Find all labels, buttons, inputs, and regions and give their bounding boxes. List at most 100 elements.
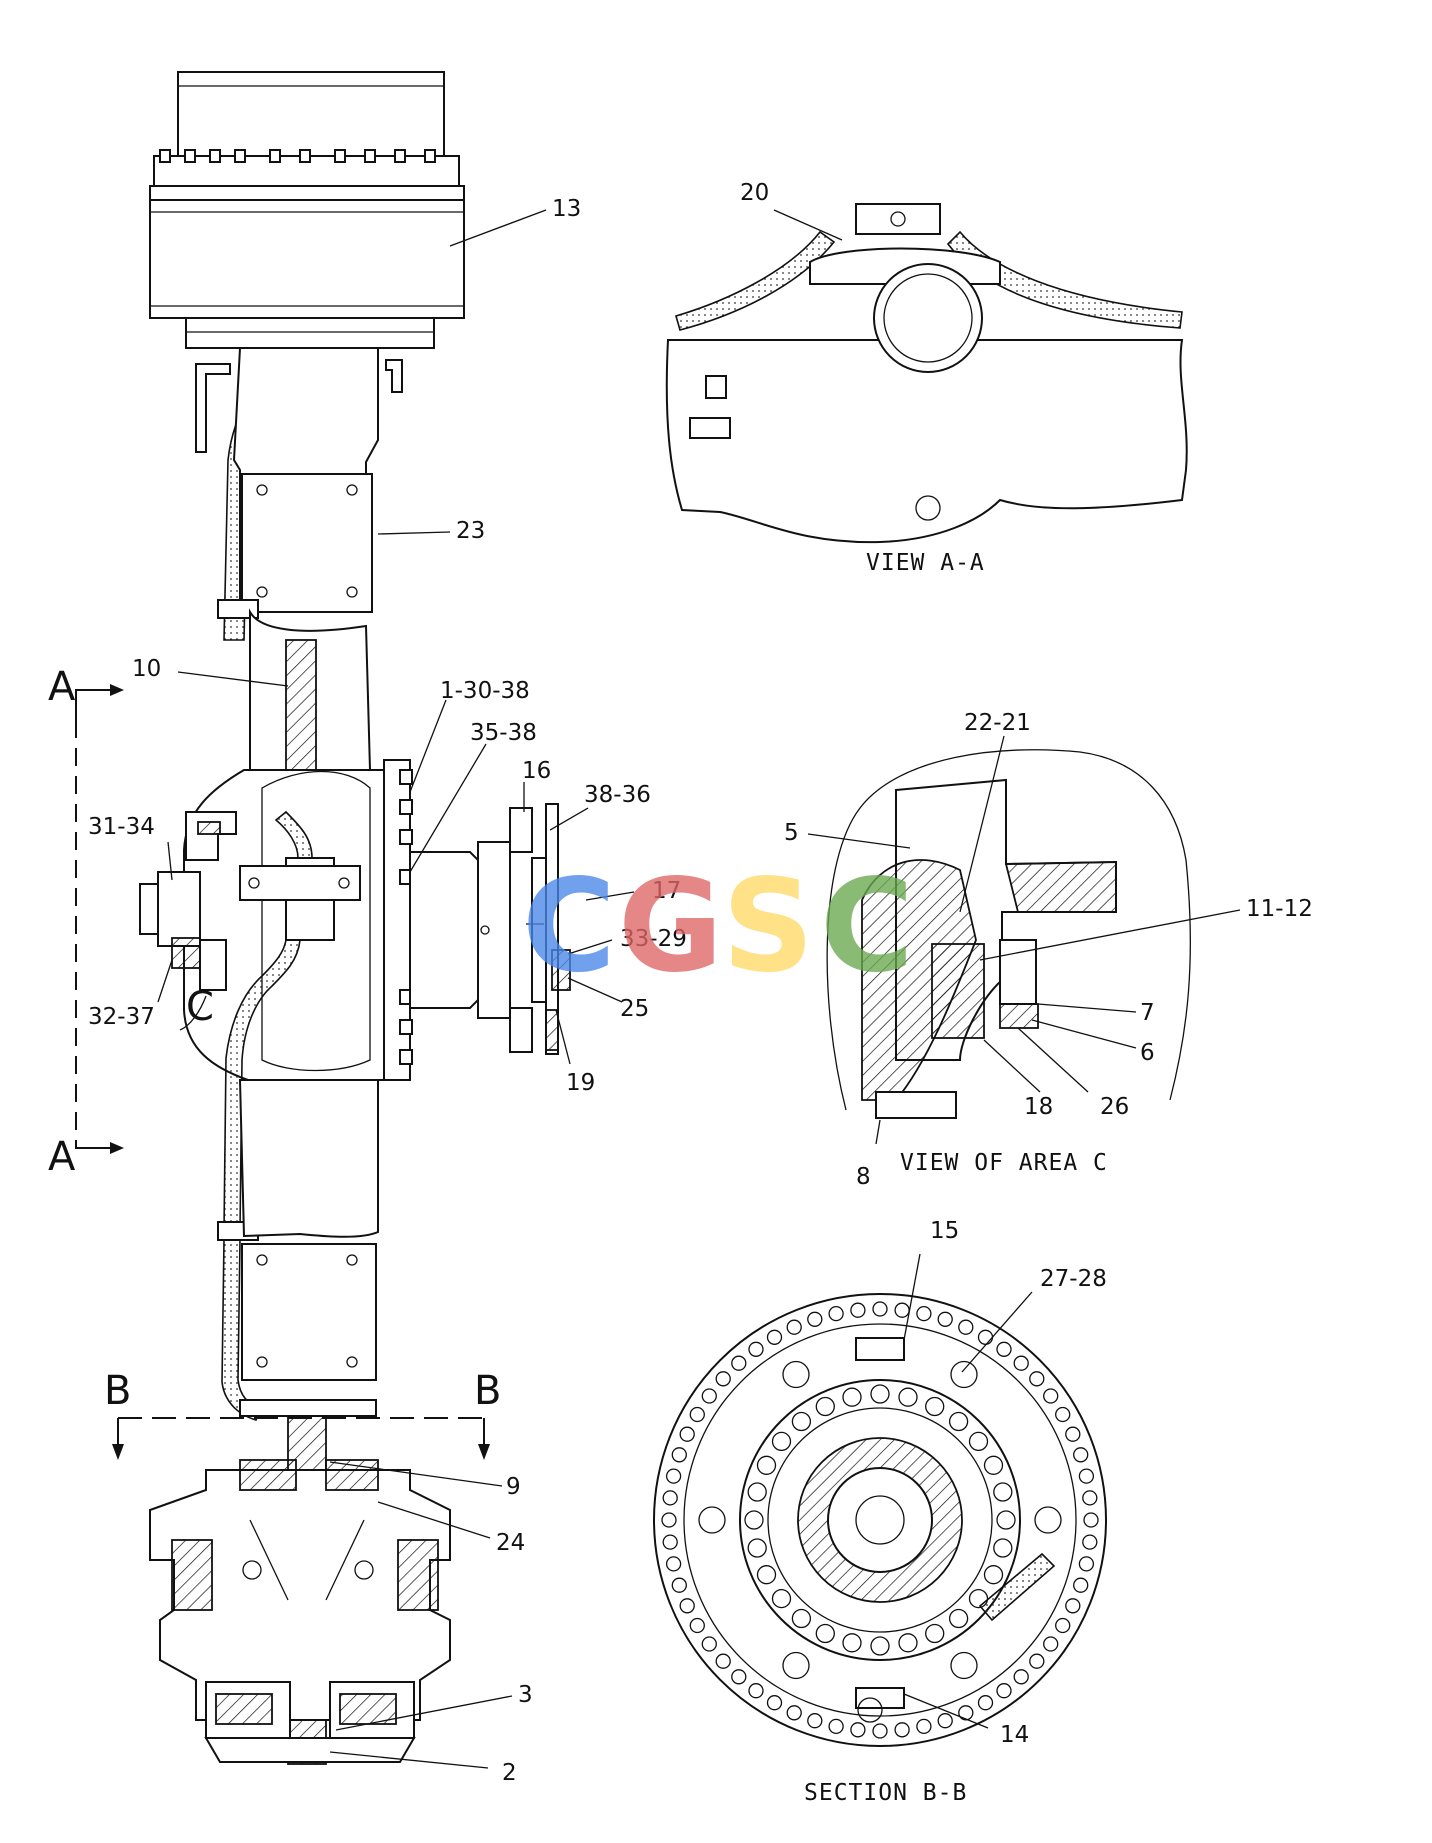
label-22-21: 22-21	[964, 710, 1031, 736]
bolt-hole	[771, 1431, 792, 1452]
watermark-letter-2: G	[618, 852, 723, 1001]
center-housing	[183, 759, 413, 1081]
label-8: 8	[856, 1164, 871, 1190]
bolt-hole	[996, 1683, 1012, 1699]
bolt-hole	[948, 1608, 969, 1629]
bolt-hole	[1073, 1447, 1089, 1463]
section-b-left-letter: B	[104, 1368, 131, 1414]
bolt-hole	[872, 1301, 888, 1317]
bolt-hole	[1029, 1371, 1045, 1387]
caption-section-b-b: SECTION B-B	[804, 1780, 967, 1806]
bolt-hole	[782, 1651, 810, 1680]
label-13: 13	[552, 196, 581, 222]
section-a-bottom-letter: A	[48, 1134, 76, 1180]
label-2: 2	[502, 1760, 517, 1786]
bolt-hole	[1013, 1669, 1029, 1685]
bolt-hole	[766, 1695, 783, 1711]
bolt-hole	[701, 1636, 717, 1652]
label-38-36: 38-36	[584, 782, 651, 808]
final-drive-housing	[149, 71, 465, 349]
bolt-hole	[872, 1723, 888, 1739]
bolt-hole	[698, 1506, 726, 1534]
bolt-hole	[748, 1683, 764, 1699]
bolt-hole	[671, 1577, 687, 1593]
bolt-hole	[948, 1411, 969, 1432]
label-24: 24	[496, 1530, 525, 1556]
bolt-hole	[870, 1636, 890, 1656]
bolt-holes	[661, 1301, 1099, 1739]
label-18: 18	[1024, 1094, 1053, 1120]
bolt-hole	[689, 1406, 705, 1423]
lower-axle-tube	[221, 1079, 379, 1421]
housing-bolts	[159, 149, 436, 163]
bolt-hole	[828, 1305, 844, 1322]
label-33-29: 33-29	[620, 926, 687, 952]
bolt-hole	[748, 1341, 764, 1357]
bolt-hole	[731, 1669, 747, 1685]
bolt-hole	[916, 1718, 932, 1735]
label-32-37: 32-37	[88, 1004, 155, 1030]
bolt-hole	[766, 1329, 783, 1345]
view-a-a	[665, 203, 1188, 544]
bolt-hole	[662, 1534, 678, 1550]
bolt-hole	[958, 1705, 974, 1721]
label-27-28: 27-28	[1040, 1266, 1107, 1292]
section-b-b	[653, 1293, 1107, 1747]
bolt-hole	[898, 1387, 918, 1407]
bolt-hole	[1013, 1355, 1029, 1371]
bolt-hole	[1029, 1653, 1045, 1669]
bolt-hole	[950, 1360, 978, 1389]
bolt-hole	[747, 1482, 767, 1502]
label-16: 16	[522, 758, 551, 784]
upper-axle-tube	[232, 347, 379, 613]
bolt-hole	[996, 1510, 1016, 1530]
section-a-top-letter: A	[48, 664, 76, 710]
bolt-hole	[661, 1512, 677, 1528]
watermark-letter-1: C	[522, 852, 616, 1001]
bolt-hole	[898, 1633, 918, 1653]
section-b-right-letter: B	[474, 1368, 501, 1414]
bolt-hole	[815, 1623, 835, 1644]
bolt-hole	[1082, 1534, 1098, 1550]
bolt-hole	[665, 1468, 682, 1484]
label-5: 5	[784, 820, 799, 846]
label-3: 3	[518, 1682, 533, 1708]
bolt-hole	[977, 1695, 994, 1711]
bolt-hole	[983, 1455, 1004, 1475]
callout-labels: 13 23 10 1-30-38 35-38 16 38-36 31-34 17…	[88, 180, 1313, 1786]
bolt-hole	[870, 1384, 890, 1404]
bolt-hole	[958, 1319, 974, 1335]
bolt-hole	[689, 1617, 705, 1634]
label-19: 19	[566, 1070, 595, 1096]
label-1-30-38: 1-30-38	[440, 678, 530, 704]
watermark-letter-3: S	[722, 852, 814, 1001]
bolt-hole	[1055, 1406, 1071, 1423]
caption-view-of-area-c: VIEW OF AREA C	[900, 1150, 1108, 1176]
bolt-hole	[828, 1718, 844, 1735]
bolt-hole	[1078, 1556, 1095, 1572]
main-assembly	[139, 71, 571, 1765]
bolt-hole	[747, 1538, 767, 1558]
bolt-hole	[679, 1426, 695, 1442]
label-10: 10	[132, 656, 161, 682]
bolt-hole	[850, 1302, 866, 1318]
bolt-hole	[968, 1431, 989, 1452]
label-15: 15	[930, 1218, 959, 1244]
bolt-hole	[756, 1455, 777, 1475]
bolt-hole	[993, 1538, 1013, 1558]
label-25: 25	[620, 996, 649, 1022]
label-6: 6	[1140, 1040, 1155, 1066]
bolt-hole	[791, 1608, 812, 1629]
bolt-hole	[1073, 1577, 1089, 1593]
bolt-hole	[1065, 1598, 1081, 1614]
bolt-hole	[756, 1565, 777, 1585]
bolt-hole	[916, 1305, 932, 1322]
bolt-hole	[1043, 1388, 1059, 1404]
bolt-hole	[996, 1341, 1012, 1357]
left-brake-detail	[139, 811, 237, 1031]
bolt-hole	[842, 1633, 862, 1653]
label-31-34: 31-34	[88, 814, 155, 840]
bolt-hole	[786, 1319, 802, 1335]
section-a-markers: A A	[48, 664, 124, 1180]
bolt-hole	[983, 1565, 1004, 1585]
